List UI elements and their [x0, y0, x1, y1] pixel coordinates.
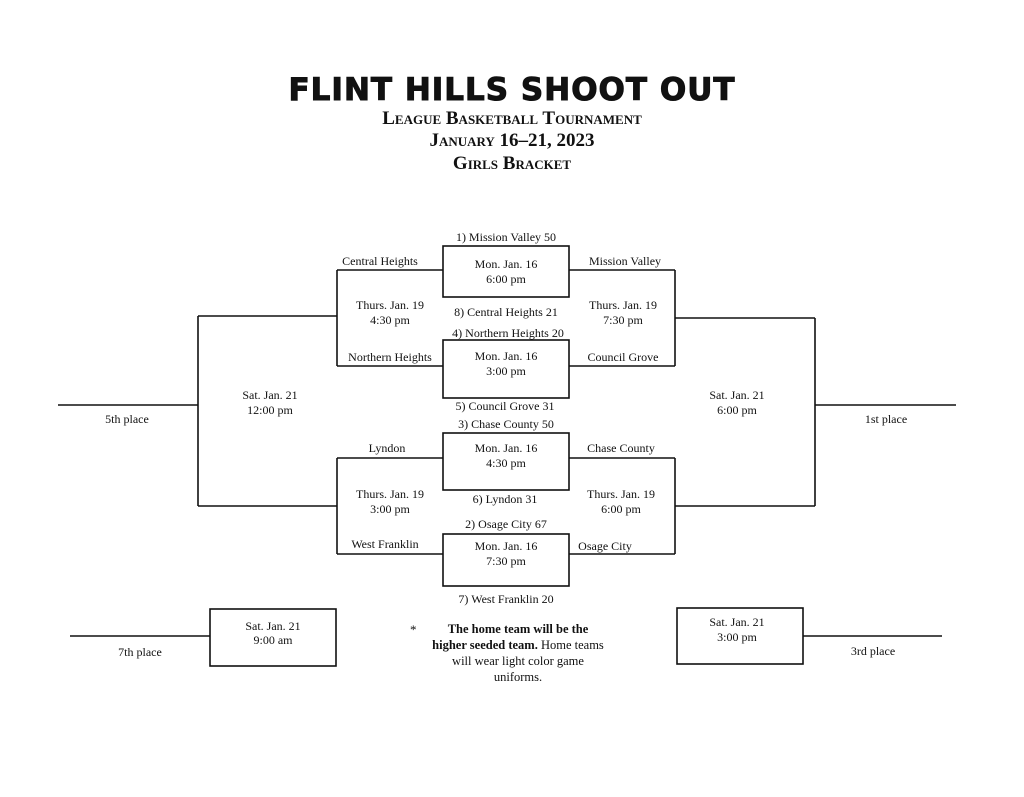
game-box-g4: [442, 533, 570, 587]
g3-time: 4:30 pm: [486, 456, 526, 470]
right-semi-bottom-date: Thurs. Jan. 19: [587, 487, 655, 501]
third-time: 3:00 pm: [717, 630, 757, 644]
g2-top-team: 4) Northern Heights 20: [452, 326, 564, 340]
first-place-label: 1st place: [864, 412, 908, 426]
game-box-g1: [442, 245, 570, 298]
g3-bottom-team: 6) Lyndon 31: [472, 492, 538, 506]
first-time: 6:00 pm: [717, 403, 757, 417]
right-semi-top-date: Thurs. Jan. 19: [589, 298, 657, 312]
game-box-seventh: [209, 608, 337, 667]
right-semi-bottom-time: 6:00 pm: [601, 502, 641, 516]
home-team-note: The home team will be the higher seeded …: [432, 621, 604, 685]
right-semi-top-team-a: Mission Valley: [588, 254, 662, 268]
g2-date: Mon. Jan. 16: [474, 349, 538, 363]
left-semi-top-time: 4:30 pm: [370, 313, 410, 327]
right-semi-top-time: 7:30 pm: [603, 313, 643, 327]
g4-time: 7:30 pm: [486, 554, 526, 568]
left-semi-bottom-date: Thurs. Jan. 19: [356, 487, 424, 501]
g2-bottom-team: 5) Council Grove 31: [455, 399, 555, 413]
first-date: Sat. Jan. 21: [709, 388, 765, 402]
right-semi-bottom-team-a: Chase County: [587, 441, 655, 455]
right-semi-top-team-b: Council Grove: [587, 350, 659, 364]
fifth-place-label: 5th place: [105, 412, 149, 426]
g1-date: Mon. Jan. 16: [474, 257, 538, 271]
left-semi-top-date: Thurs. Jan. 19: [356, 298, 424, 312]
seventh-time: 9:00 am: [253, 633, 293, 647]
g4-date: Mon. Jan. 16: [474, 539, 538, 553]
third-place-label: 3rd place: [850, 644, 896, 658]
left-semi-bottom-team-a: Lyndon: [368, 441, 406, 455]
g1-time: 6:00 pm: [486, 272, 526, 286]
right-semi-bottom-team-b: Osage City: [578, 539, 632, 553]
note-bold-text: The home team will be the higher seeded …: [432, 622, 589, 652]
fifth-date: Sat. Jan. 21: [242, 388, 298, 402]
game-box-g2: [442, 339, 570, 399]
g3-date: Mon. Jan. 16: [474, 441, 538, 455]
g1-bottom-team: 8) Central Heights 21: [454, 305, 558, 319]
g3-top-team: 3) Chase County 50: [458, 417, 554, 431]
third-date: Sat. Jan. 21: [709, 615, 765, 629]
subtitle-dates: January 16–21, 2023: [429, 130, 595, 151]
g4-bottom-team: 7) West Franklin 20: [458, 592, 554, 606]
g1-top-team: 1) Mission Valley 50: [455, 230, 557, 244]
note-rest-text: Home teams will wear light color game un…: [452, 638, 604, 684]
subtitle-bracket: Girls Bracket: [452, 153, 572, 174]
seventh-date: Sat. Jan. 21: [245, 619, 301, 633]
left-semi-top-team-b: Northern Heights: [348, 350, 432, 364]
g2-time: 3:00 pm: [486, 364, 526, 378]
note-asterisk: *: [410, 622, 417, 637]
page-title: FLINT HILLS SHOOT OUT: [288, 72, 736, 109]
left-semi-bottom-time: 3:00 pm: [370, 502, 410, 516]
game-box-g3: [442, 432, 570, 491]
g4-top-team: 2) Osage City 67: [465, 517, 547, 531]
seventh-place-label: 7th place: [118, 645, 162, 659]
fifth-time: 12:00 pm: [247, 403, 293, 417]
left-semi-top-team-a: Central Heights: [342, 254, 418, 268]
subtitle-tournament: League Basketball Tournament: [382, 108, 642, 129]
left-semi-bottom-team-b: West Franklin: [351, 537, 419, 551]
